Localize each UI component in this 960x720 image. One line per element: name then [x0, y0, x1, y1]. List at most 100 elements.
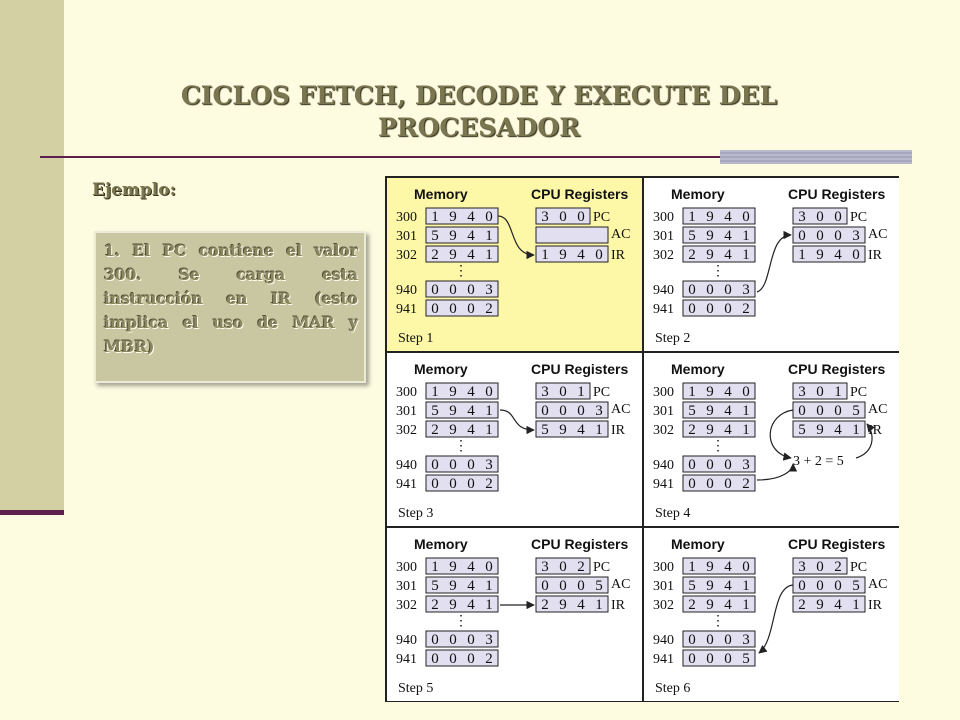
slide-title-line-2: PROCESADOR [378, 113, 580, 142]
step-5-reg-ac-digit: 5 [595, 578, 603, 594]
step-4-reg-ir-digit: 1 [852, 422, 860, 438]
step-2-panel [642, 176, 899, 353]
step-3-mem-301-box [425, 401, 499, 419]
step-4-reg-ac-digit: 5 [852, 403, 860, 419]
step-3-ellipsis: ⋮ [454, 439, 468, 454]
step-3-reg-pc-digit: 1 [577, 384, 585, 400]
step-6-reglabel-pc: PC [850, 560, 867, 575]
step-6-mem-940-digit: 0 [688, 632, 696, 648]
step-5-reg-pc-digit: 3 [541, 559, 549, 575]
step-4-mem-941-digit: 0 [724, 476, 732, 492]
step-1-ellipsis: ⋮ [454, 264, 468, 279]
step-6-reg-ac-digit: 0 [798, 578, 806, 594]
step-5-mem-941-digit: 2 [485, 651, 493, 667]
step-1-mem-940-digit: 3 [485, 282, 493, 298]
step-2-reg-pc-digit: 3 [798, 209, 806, 225]
step-1-addr-300: 300 [396, 210, 417, 225]
step-6-mem-940-box [682, 630, 756, 648]
step-1-reglabel-pc: PC [593, 210, 610, 225]
step-5-mem-940-digit: 0 [449, 632, 457, 648]
step-3-mem-940-digit: 3 [485, 457, 493, 473]
step-3-reg-ac-digit: 0 [577, 403, 585, 419]
step-1-arrow [497, 215, 535, 260]
step-4-reg-ac-digit: 0 [834, 403, 842, 419]
step-4-mem-301-digit: 9 [706, 403, 714, 419]
step-2-mem-941-digit: 0 [706, 301, 714, 317]
step-5-reg-ir-box [535, 595, 609, 613]
step-2-reg-ac-box [792, 226, 866, 244]
step-3-reg-ac-digit: 0 [541, 403, 549, 419]
step-6-reg-pc-digit: 2 [834, 559, 842, 575]
step-6-addr-301: 301 [653, 579, 674, 594]
step-4-arrow-mem [756, 463, 798, 481]
step-2-mem-941-digit: 2 [742, 301, 750, 317]
step-5-reg-ir-digit: 2 [541, 597, 549, 613]
step-4-arrow-result [855, 423, 875, 459]
step-4-mem-940-digit: 0 [706, 457, 714, 473]
step-2-mem-301-digit: 5 [688, 228, 696, 244]
step-5-reg-pc-box [535, 557, 591, 575]
step-2-mem-300-digit: 9 [706, 209, 714, 225]
step-3-mem-941-digit: 2 [485, 476, 493, 492]
step-3-mem-301-digit: 9 [449, 403, 457, 419]
step-2-reg-ac-digit: 3 [852, 228, 860, 244]
left-accent-rule [0, 510, 64, 515]
step-5-reglabel-pc: PC [593, 560, 610, 575]
step-1-reg-pc-digit: 0 [577, 209, 585, 225]
step-2-mem-301-digit: 9 [706, 228, 714, 244]
step-3-label: Step 3 [398, 506, 433, 521]
step-6-mem-941-digit: 0 [706, 651, 714, 667]
step-3-mem-941-digit: 0 [467, 476, 475, 492]
step-4-cpu-label: CPU Registers [788, 361, 885, 377]
step-1-panel [385, 176, 644, 353]
step-6-mem-301-digit: 1 [742, 578, 750, 594]
step-6-reg-ir-digit: 1 [852, 597, 860, 613]
step-4-arrow-ac [769, 409, 794, 461]
step-5-mem-300-digit: 0 [485, 559, 493, 575]
step-2-addr-301: 301 [653, 229, 674, 244]
step-3-addr-300: 300 [396, 385, 417, 400]
step-1-mem-940-digit: 0 [449, 282, 457, 298]
step-1-mem-300-digit: 0 [485, 209, 493, 225]
step-2-mem-301-box [682, 226, 756, 244]
step-2-reg-ir-box [792, 245, 866, 263]
step-4-reg-pc-box [792, 382, 848, 400]
step-4-addr-300: 300 [653, 385, 674, 400]
step-3-mem-300-digit: 4 [467, 384, 475, 400]
step-5-reg-ac-digit: 0 [541, 578, 549, 594]
step-3-reglabel-ir: IR [611, 423, 626, 438]
step-5-reg-pc-digit: 2 [577, 559, 585, 575]
step-5-mem-941-digit: 0 [449, 651, 457, 667]
step-6-mem-302-digit: 2 [688, 597, 696, 613]
step-6-reg-pc-box [792, 557, 848, 575]
step-2-arrow [756, 230, 792, 293]
step-2-mem-300-digit: 4 [724, 209, 732, 225]
step-1-mem-302-digit: 4 [467, 247, 475, 263]
step-4-mem-302-box [682, 420, 756, 438]
step-5-addr-302: 302 [396, 598, 417, 613]
step-1-mem-941-digit: 2 [485, 301, 493, 317]
step-6-reg-ir-box [792, 595, 866, 613]
step-6-mem-300-box [682, 557, 756, 575]
step-2-mem-302-digit: 4 [724, 247, 732, 263]
step-2-mem-941-digit: 0 [724, 301, 732, 317]
step-3-mem-301-digit: 5 [431, 403, 439, 419]
step-5-mem-300-digit: 1 [431, 559, 439, 575]
step-3-addr-301: 301 [396, 404, 417, 419]
step-3-mem-302-digit: 9 [449, 422, 457, 438]
step-5-mem-940-box [425, 630, 499, 648]
step-6-mem-302-digit: 4 [724, 597, 732, 613]
step-4-mem-301-digit: 5 [688, 403, 696, 419]
step-2-mem-941-digit: 0 [688, 301, 696, 317]
step-4-reg-pc-digit: 0 [816, 384, 824, 400]
step-6-mem-940-digit: 3 [742, 632, 750, 648]
step-1-mem-302-box [425, 245, 499, 263]
step-6-mem-300-digit: 1 [688, 559, 696, 575]
step-4-reg-pc-digit: 3 [798, 384, 806, 400]
step-3-mem-300-digit: 9 [449, 384, 457, 400]
step-1-reg-pc-box [535, 207, 591, 225]
step-2-reg-ir-digit: 9 [816, 247, 824, 263]
step-2-reglabel-ac: AC [868, 227, 887, 242]
step-2-mem-941-box [682, 299, 756, 317]
